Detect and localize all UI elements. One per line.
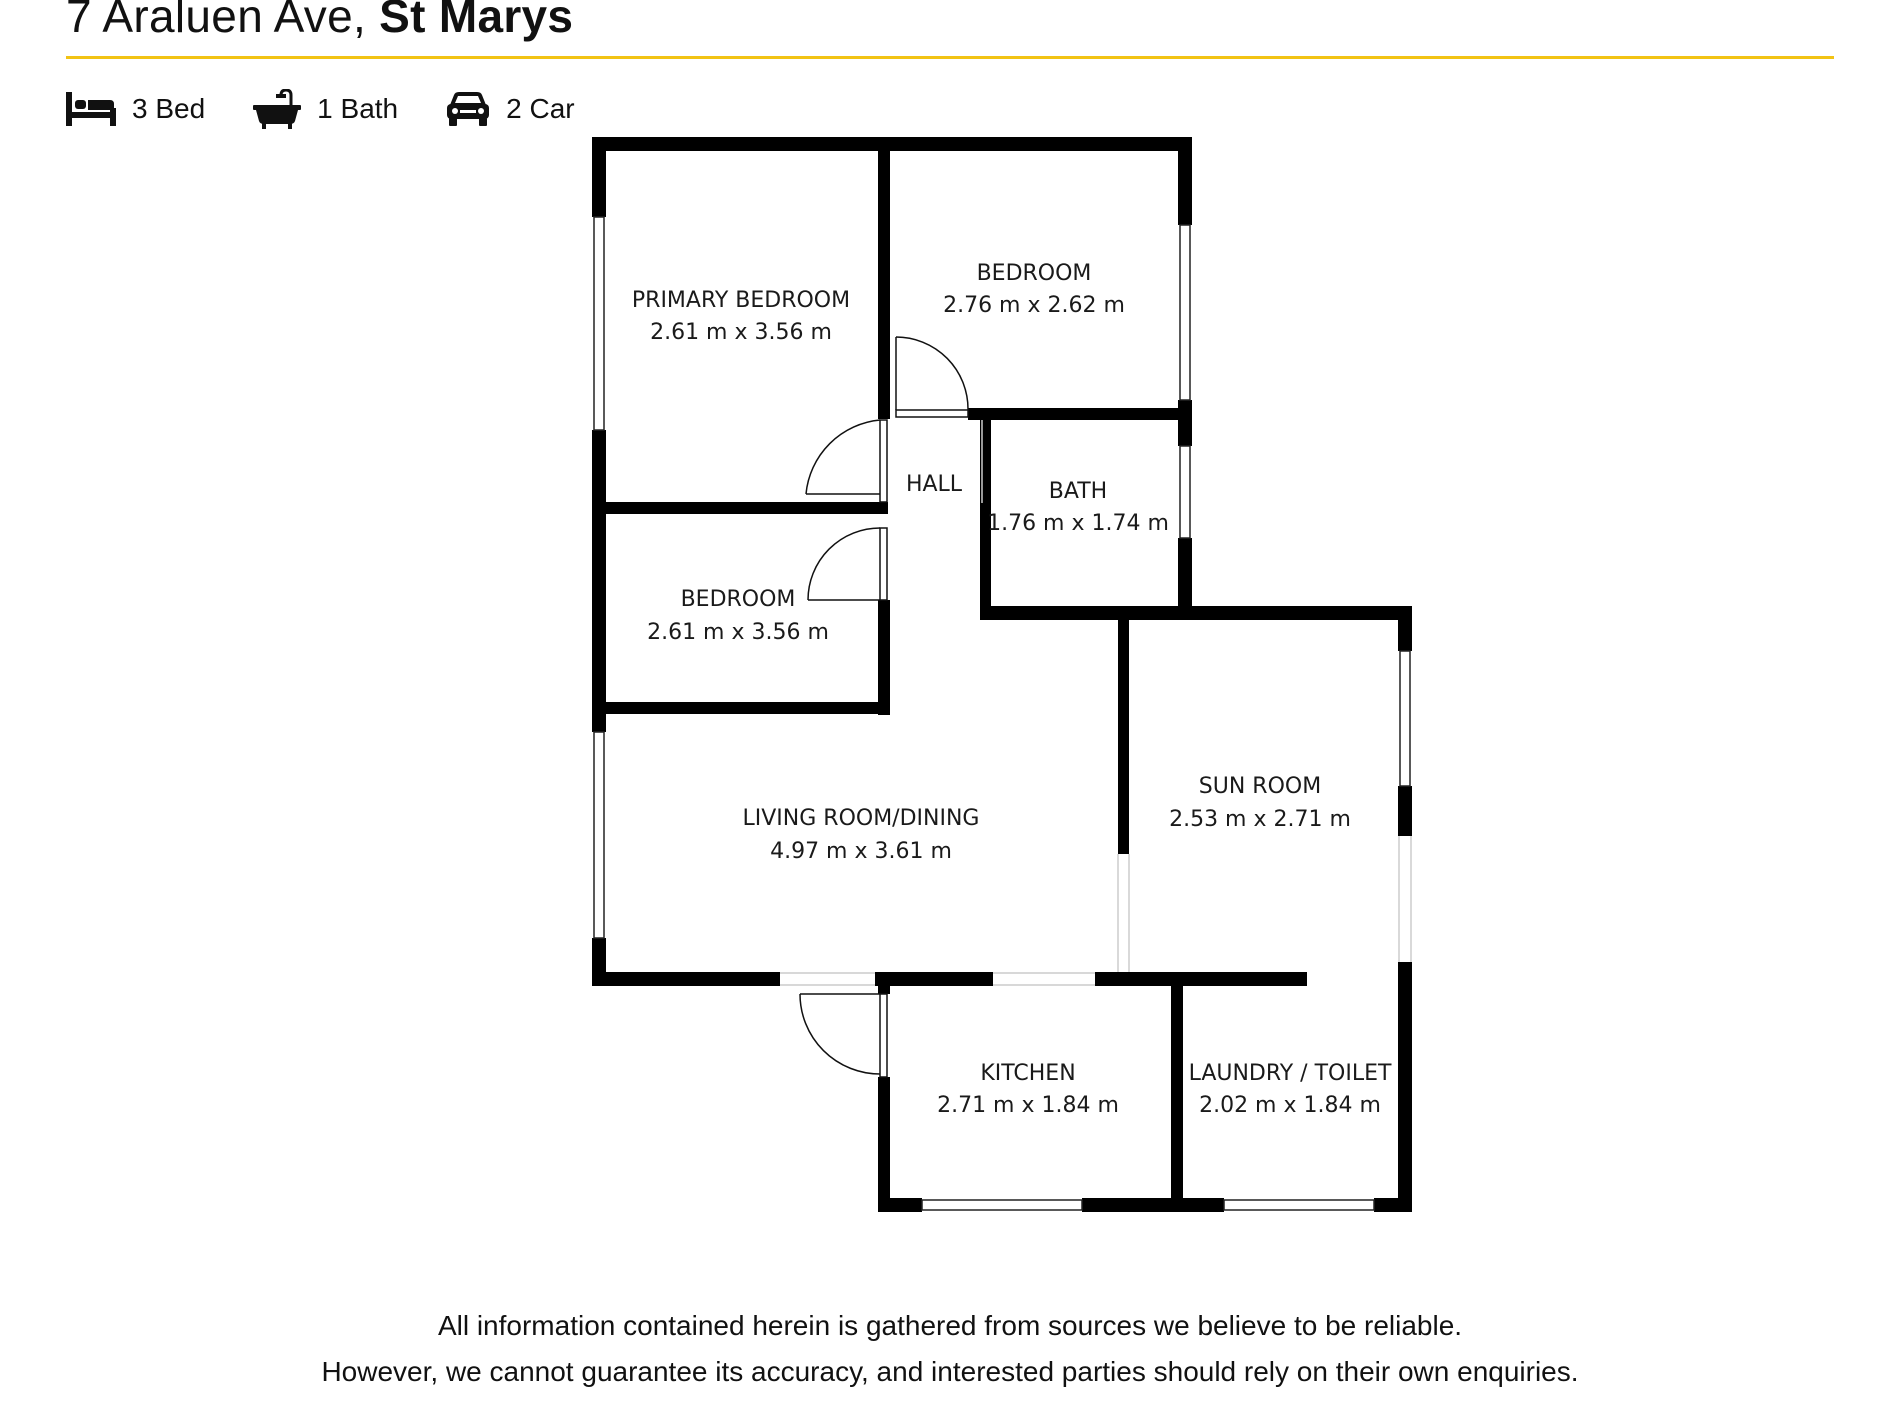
- room-laundry-toilet-name: LAUNDRY / TOILET: [1189, 1061, 1392, 1086]
- page-title: 7 Araluen Ave, St Marys: [66, 0, 573, 44]
- disclaimer-line-1: All information contained herein is gath…: [437, 1310, 1463, 1341]
- feature-bath-label: 1 Bath: [317, 93, 399, 124]
- openings: [780, 420, 1412, 986]
- room-hall-name: HALL: [906, 472, 963, 497]
- feature-car-label: 2 Car: [506, 93, 575, 124]
- feature-car: 2 Car: [446, 91, 575, 127]
- walls: [592, 137, 1412, 1212]
- feature-bath: 1 Bath: [253, 89, 398, 129]
- disclaimer-line-2: However, we cannot guarantee its accurac…: [321, 1356, 1579, 1387]
- bed-icon: [66, 92, 116, 126]
- car-icon: [446, 91, 490, 127]
- feature-list: 3 Bed 1 Bath: [66, 88, 623, 130]
- listing-header: 7 Araluen Ave, St Marys: [66, 0, 1834, 58]
- room-primary-bedroom-dims: 2.61 m x 3.56 m: [650, 320, 832, 345]
- room-living-dining-dims: 4.97 m x 3.61 m: [770, 839, 952, 864]
- room-bedroom-2-name: BEDROOM: [977, 261, 1092, 286]
- suburb-name: St Marys: [379, 0, 574, 42]
- room-kitchen-dims: 2.71 m x 1.84 m: [937, 1093, 1119, 1118]
- feature-bed-label: 3 Bed: [132, 93, 206, 124]
- street-address: 7 Araluen Ave,: [66, 0, 367, 42]
- room-bath-name: BATH: [1049, 479, 1107, 504]
- room-labels: PRIMARY BEDROOM 2.61 m x 3.56 m BEDROOM …: [632, 261, 1392, 1118]
- windows: [593, 216, 1411, 1211]
- bath-icon: [253, 89, 302, 129]
- room-sun-room-name: SUN ROOM: [1199, 774, 1321, 799]
- room-bedroom-3-dims: 2.61 m x 3.56 m: [647, 620, 829, 645]
- room-bedroom-2-dims: 2.76 m x 2.62 m: [943, 293, 1125, 318]
- room-laundry-toilet-dims: 2.02 m x 1.84 m: [1199, 1093, 1381, 1118]
- room-sun-room-dims: 2.53 m x 2.71 m: [1169, 807, 1351, 832]
- room-primary-bedroom-name: PRIMARY BEDROOM: [632, 288, 850, 313]
- disclaimer: All information contained herein is gath…: [0, 1303, 1900, 1395]
- room-bedroom-3-name: BEDROOM: [681, 587, 796, 612]
- room-living-dining-name: LIVING ROOM/DINING: [743, 806, 980, 831]
- room-bath-dims: 1.76 m x 1.74 m: [987, 511, 1169, 536]
- doors: [799, 336, 969, 1078]
- feature-bed: 3 Bed: [66, 92, 205, 126]
- room-kitchen-name: KITCHEN: [980, 1061, 1075, 1086]
- title-underline: [66, 56, 1834, 59]
